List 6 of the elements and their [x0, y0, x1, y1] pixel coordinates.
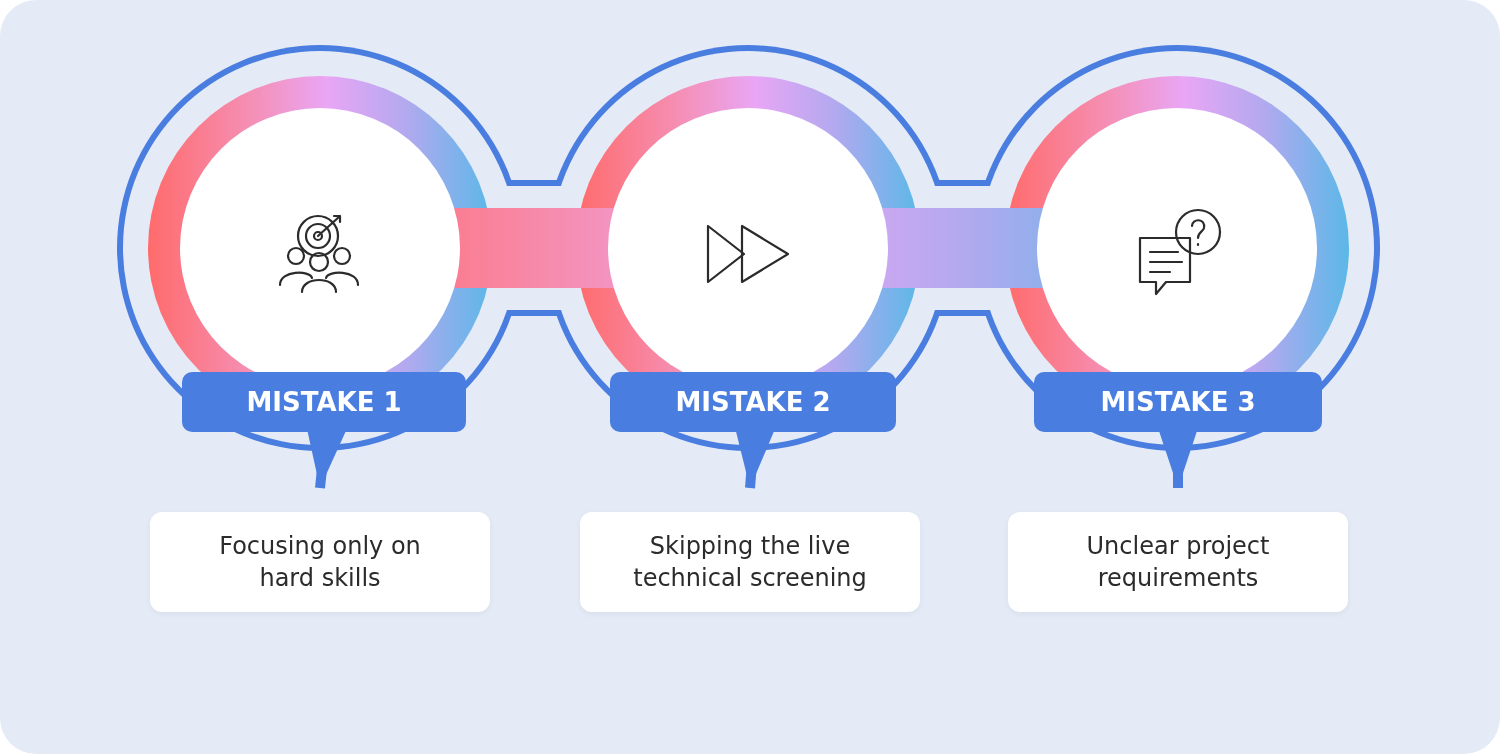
- step-tab: MISTAKE 1: [182, 372, 466, 432]
- step-tab: MISTAKE 3: [1034, 372, 1322, 432]
- text-card: Unclear project requirements: [1008, 512, 1348, 612]
- step-tab: MISTAKE 2: [610, 372, 896, 432]
- text-card: Skipping the live technical screening: [580, 512, 920, 612]
- text-card: Focusing only on hard skills: [150, 512, 490, 612]
